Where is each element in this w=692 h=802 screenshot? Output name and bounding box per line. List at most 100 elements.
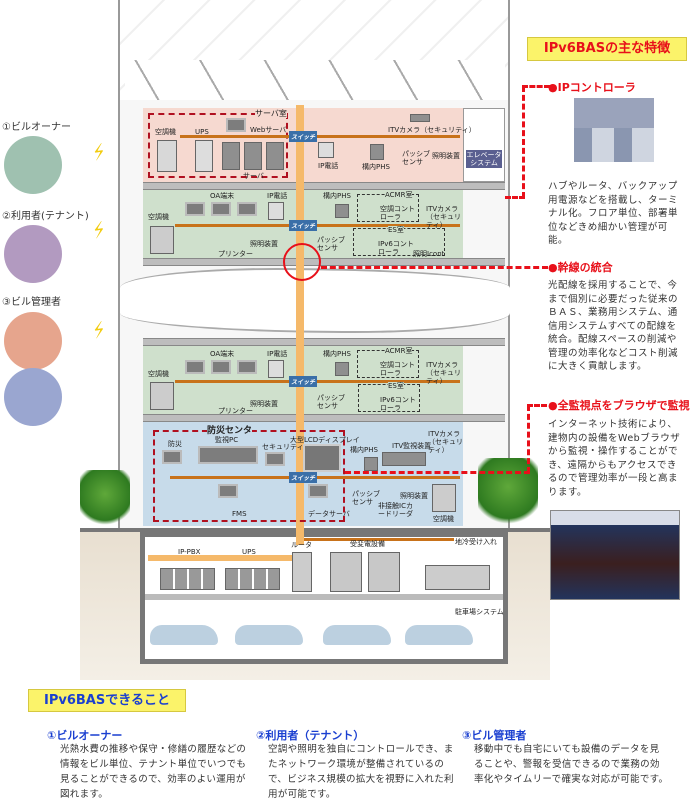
capability-text-owner: 光熱水費の推移や保守・修繕の履歴などの情報をビル単位、テナント単位でいつでも見る… [60, 744, 247, 800]
ground-line [80, 528, 550, 532]
itv-camera [410, 114, 430, 122]
large-lcd-display [303, 444, 341, 472]
switch: スイッチ [289, 131, 318, 142]
tree [80, 470, 130, 530]
label-phs: 構内PHS [323, 350, 351, 358]
label-phs: 構内PHS [362, 163, 390, 171]
server-rack [244, 142, 262, 170]
substation-cabinet [368, 552, 400, 592]
oa-terminal [211, 202, 231, 216]
feature-heading-trunk: ●幹線の統合 [548, 261, 613, 274]
switch: スイッチ [289, 472, 318, 483]
air-conditioner [157, 140, 177, 172]
label-ac: 空調機 [148, 213, 169, 221]
bousai-pc [162, 450, 182, 464]
label-fms: FMS [232, 510, 247, 518]
label-parking: 駐車場システム [455, 608, 504, 616]
label-phs: 構内PHS [350, 446, 378, 454]
label-card-reader: 非接触ICカードリーダ [378, 502, 413, 518]
roof-skylight [125, 60, 505, 100]
label-server: サーバ [243, 172, 264, 180]
label-ac-controller: 空調コントローラ [380, 205, 415, 221]
switch: スイッチ [289, 376, 318, 387]
feature-text-trunk: 光配線を採用することで、今まで個別に必要だった従来のＢＡＳ、業務用システム、通信… [548, 280, 679, 372]
phs-antenna [370, 144, 384, 160]
feature-text-ip-controller: ハブやルータ、バックアップ用電源などを搭載し、ターミナル化。フロア単位、部署単位… [548, 181, 679, 246]
floor-slab [143, 258, 505, 266]
wireless-bolt-icon: ⚡ [88, 216, 110, 244]
label-oa: OA端末 [210, 350, 235, 358]
user-label-tenant: ②利用者(テナント) [2, 211, 89, 222]
label-ups: UPS [195, 128, 209, 136]
capabilities-title: IPv6BASできること [28, 689, 186, 712]
capability-text-manager: 移動中でも自宅にいても設備のデータを見ることや、警報を受信できるので業務の効率化… [474, 744, 669, 785]
phs-antenna [335, 362, 349, 376]
label-phs: 構内PHS [323, 192, 351, 200]
capability-heading-manager: ③ビル管理者 [462, 729, 527, 742]
capability-heading-tenant: ②利用者（テナント） [256, 729, 365, 742]
oa-terminal [185, 360, 205, 374]
car [235, 625, 303, 645]
ip-phone [268, 202, 284, 220]
floor-omission-wave [120, 268, 510, 333]
wireless-bolt-icon: ⚡ [88, 138, 110, 166]
air-conditioner [150, 226, 174, 254]
phs-antenna [335, 204, 349, 218]
oa-terminal [237, 360, 257, 374]
label-ip-phone: IP電話 [318, 162, 339, 170]
elevator-system: エレベータシステム [466, 150, 502, 168]
car [405, 625, 473, 645]
feature-heading-ip-controller: ●IPコントローラ [548, 81, 636, 94]
capability-heading-owner: ①ビルオーナー [47, 729, 123, 742]
label-monitor-pc: 監視PC [215, 436, 239, 444]
network-cable [175, 380, 460, 383]
switch: スイッチ [289, 220, 318, 231]
label-ippbx: IP-PBX [178, 548, 201, 556]
label-ipv6: IPv6コントローラ [378, 240, 414, 256]
security-pc [265, 452, 285, 466]
connector-ip-controller [505, 196, 525, 199]
monitor-pc [198, 446, 258, 464]
label-bousai: 防災 [168, 440, 182, 448]
floor-slab [143, 414, 505, 422]
car [323, 625, 391, 645]
network-cable [304, 538, 454, 541]
ippbx-racks [160, 568, 215, 590]
label-lighting: 照明装置 [250, 240, 278, 248]
label-passive-sensor: パッシブセンサ [317, 236, 345, 252]
label-itv: ITVカメラ（セキュリティ） [428, 430, 463, 454]
connector-ip-controller [522, 86, 525, 198]
feature-text-browser: インターネット技術により、建物内の設備をWebブラウザから監視・操作することがで… [548, 419, 681, 498]
label-passive-sensor: パッシブセンサ [402, 150, 430, 166]
connector-browser [527, 405, 530, 473]
label-itv: ITVカメラ（セキュリティ） [388, 126, 476, 134]
label-lighting-icont: 照明Icont [413, 250, 445, 258]
server-room-label: サーバ室 [255, 109, 287, 118]
tenant-illustration [4, 225, 62, 283]
capability-text-tenant: 空調や照明を独自にコントロールでき、またネットワーク環境が整備されているので、ビ… [268, 744, 454, 800]
label-printer: プリンター [218, 407, 253, 415]
user-label-manager: ③ビル管理者 [2, 297, 61, 308]
floor-slab [143, 338, 505, 346]
browser-screenshot [550, 510, 680, 600]
server-room-area [148, 113, 288, 178]
label-ups: UPS [242, 548, 256, 556]
basement-feed [148, 555, 300, 561]
label-lighting: 照明装置 [400, 492, 428, 500]
basement-slab [145, 594, 503, 600]
wireless-bolt-icon: ⚡ [88, 316, 110, 344]
connector-ip-controller [522, 85, 550, 88]
router [292, 552, 312, 592]
trunk-line [296, 105, 304, 545]
label-router: ルータ [291, 541, 312, 549]
ups-unit [195, 140, 213, 172]
trunk-highlight-circle [283, 243, 321, 281]
floor-slab [143, 182, 505, 190]
server-rack [266, 142, 284, 170]
label-lcd: 大型LCDディスプレイ [290, 436, 360, 444]
label-data-server: データサーバ [308, 510, 350, 518]
label-ac: 空調機 [433, 515, 454, 523]
connector-browser [527, 404, 547, 407]
label-web-server: Webサーバ [250, 126, 287, 134]
oa-terminal [211, 360, 231, 374]
